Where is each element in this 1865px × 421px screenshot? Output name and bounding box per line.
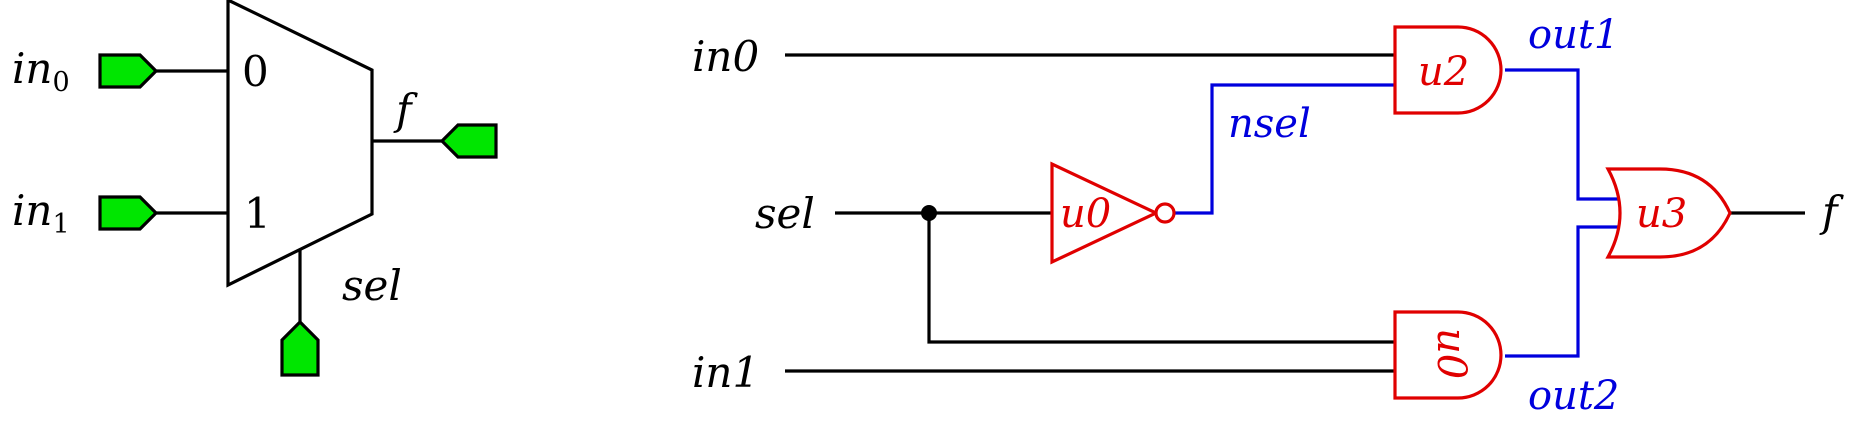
in0-input-label: in0	[692, 32, 759, 81]
in1-input-label: in1	[692, 348, 759, 397]
inverter-bubble	[1154, 202, 1176, 224]
u0-not-label: u0	[1060, 191, 1111, 237]
out2-label: out2	[1528, 373, 1619, 419]
junction-dot	[921, 205, 937, 221]
out2-net	[1505, 225, 1622, 358]
nsel-net	[1174, 83, 1395, 215]
mux-port-1-label: 1	[244, 189, 271, 238]
out1-net	[1505, 68, 1622, 201]
nsel-label: nsel	[1228, 101, 1311, 147]
in1-port-icon[interactable]	[98, 195, 159, 231]
sel-input-label: sel	[755, 189, 815, 238]
f-output-label: f	[1819, 187, 1844, 236]
in0-label: in0	[12, 44, 70, 98]
mux-f-label: f	[393, 85, 418, 134]
and-gate-u2	[1393, 25, 1503, 115]
mux-sel-label: sel	[342, 261, 402, 310]
in0-port-icon[interactable]	[98, 53, 159, 89]
mux-port-0-label: 0	[242, 47, 269, 96]
out1-label: out1	[1528, 12, 1619, 58]
sel-branch-net	[927, 213, 1395, 344]
mux-body	[226, 0, 374, 288]
u3-label: u3	[1636, 191, 1687, 237]
gate-circuit: in0 sel in1 f u0 u2 u0 u3 nsel out1 out2	[692, 12, 1844, 419]
sel-port-icon[interactable]	[280, 319, 320, 377]
in1-label: in1	[12, 186, 70, 240]
not-gate-u0	[1050, 161, 1160, 265]
or-gate-u3	[1605, 167, 1732, 259]
u2-label: u2	[1418, 49, 1469, 95]
mux-symbol: in0 in1 0 1 f sel	[12, 0, 498, 377]
f-port-icon[interactable]	[439, 123, 498, 159]
u0-and-label: u0	[1428, 328, 1474, 379]
and-gate-u0	[1393, 310, 1503, 400]
